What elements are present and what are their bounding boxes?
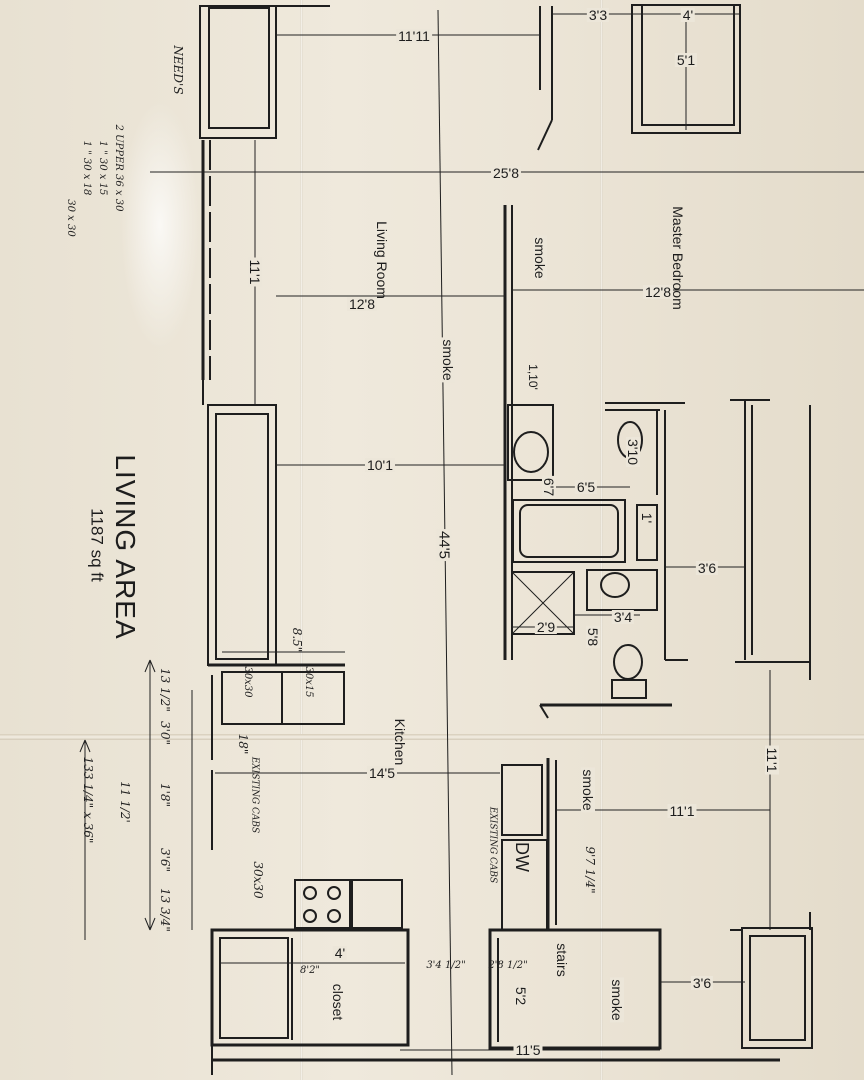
handwritten-note: 13 3/4" [158, 888, 172, 932]
dimension-label: 4' [332, 945, 348, 961]
burner [303, 909, 317, 923]
handwritten-note: 1 " 30 x 18 [81, 140, 92, 196]
handwritten-note: 8.5" [290, 627, 304, 653]
dimension-label: 11'5 [513, 1042, 543, 1058]
handwritten-note: EXISTING CABS [487, 806, 498, 884]
room-label-stairs: stairs [554, 943, 570, 977]
handwritten-note: EXISTING CABS [249, 756, 260, 834]
handwritten-note: 30x30 [251, 861, 265, 899]
dimension-label: 25'8 [490, 165, 522, 181]
arrowheads [144, 659, 156, 931]
arrowheads [79, 739, 91, 753]
dimension-label: 4' [680, 7, 696, 23]
handwritten-note: 13 1/2" [158, 668, 172, 712]
room-label-living: Living Room [374, 221, 390, 299]
dimension-label: 3'6 [695, 560, 719, 576]
handwritten-note: 11 1/2' [118, 781, 132, 823]
wall-segment [741, 927, 813, 1049]
cabinet-label: 30x15 [303, 666, 314, 698]
dimension-label: 12'8 [642, 284, 674, 300]
dimension-label: 11'1 [247, 257, 263, 287]
handwritten-note: 3'0" [158, 720, 172, 746]
stairwell-wall [488, 928, 662, 1050]
room-label-kitchen: Kitchen [392, 718, 408, 766]
burner [327, 886, 341, 900]
handwritten-note: 30 x 30 [65, 199, 76, 237]
dimension-label: 6'5 [574, 479, 598, 495]
wall-segment [210, 928, 410, 1047]
dimension-label: 5'1 [674, 52, 698, 68]
wall-segment [207, 404, 277, 666]
dimension-label: 3'4 [611, 609, 635, 625]
smoke-label: smoke [580, 767, 596, 813]
dimension-label: 11'11 [396, 28, 432, 44]
sink [600, 572, 630, 598]
door-swing [537, 119, 553, 151]
sink-counter [351, 879, 403, 929]
shower [511, 571, 575, 635]
stove [294, 879, 351, 929]
closet-wall [219, 937, 289, 1039]
wall-segment [208, 7, 270, 129]
smoke-label: smoke [609, 977, 625, 1023]
handwritten-note: 18" [236, 733, 250, 755]
sink [513, 431, 549, 473]
whiteout-smudge [120, 100, 200, 350]
handwritten-note: 8'2" [299, 965, 321, 976]
dimension-label: 6'7 [541, 475, 557, 499]
bathtub-inner [519, 504, 619, 558]
handwritten-note: 2 UPPER 36 x 30 [113, 124, 124, 212]
vanity [586, 569, 658, 611]
smoke-label: smoke [532, 235, 548, 281]
bathtub [512, 499, 626, 563]
dimension-label: 11'1 [667, 803, 697, 819]
vanity [507, 404, 554, 481]
paper-crease [600, 0, 603, 1080]
dimension-label: 44'5 [435, 529, 453, 561]
wall-segment [641, 4, 735, 126]
burner [303, 886, 317, 900]
handwritten-note: 1 " 30 x 15 [97, 140, 108, 196]
dimension-label: 3'6 [690, 975, 714, 991]
paper-fold [0, 734, 864, 740]
smoke-label: smoke [440, 337, 456, 383]
shower-mark [511, 571, 575, 635]
handwritten-note: 3'6" [158, 847, 172, 873]
dimension-label: 5'8 [585, 625, 601, 649]
dimension-label: 1,10' [526, 364, 540, 390]
wall-segment [199, 5, 277, 139]
room-label-closet: closet [330, 983, 346, 1021]
dimension-label: 5'2 [513, 984, 529, 1008]
dimension-label: 14'5 [366, 765, 398, 781]
handwritten-note: NEED'S [171, 45, 185, 95]
dimension-label: 3'10 [625, 436, 641, 468]
dimension-label: 1' [639, 512, 655, 524]
cabinet-label: 30x30 [242, 666, 253, 698]
plan-title: LIVING AREA [110, 454, 141, 640]
dimension-label: 3'3 [586, 7, 610, 23]
cabinet [501, 764, 543, 836]
dimension-label: 12'8 [346, 296, 378, 312]
handwritten-note: 2'8 1/2" [488, 960, 528, 971]
dimension-label: 10'1 [364, 457, 396, 473]
dimension-label: 2'9 [534, 619, 558, 635]
burner [327, 909, 341, 923]
wall-segment [215, 413, 269, 660]
cabinet [636, 504, 658, 561]
handwritten-note: 9'7 1/4" [583, 846, 597, 894]
paper-crease [300, 0, 303, 1080]
handwritten-note: 3'4 1/2" [426, 960, 466, 971]
wall-segment [749, 935, 806, 1041]
handwritten-note: 133 1/4" x 36" [81, 756, 95, 844]
dimension-label: 11'1 [764, 745, 780, 775]
toilet [613, 644, 643, 680]
plan-area: 1187 sq ft [87, 508, 107, 582]
dishwasher-label: DW [512, 842, 532, 872]
handwritten-note: 1'8" [158, 782, 172, 808]
toilet-tank [611, 679, 647, 699]
room-label-master: Master Bedroom [670, 206, 686, 310]
interior-wall [539, 704, 549, 719]
